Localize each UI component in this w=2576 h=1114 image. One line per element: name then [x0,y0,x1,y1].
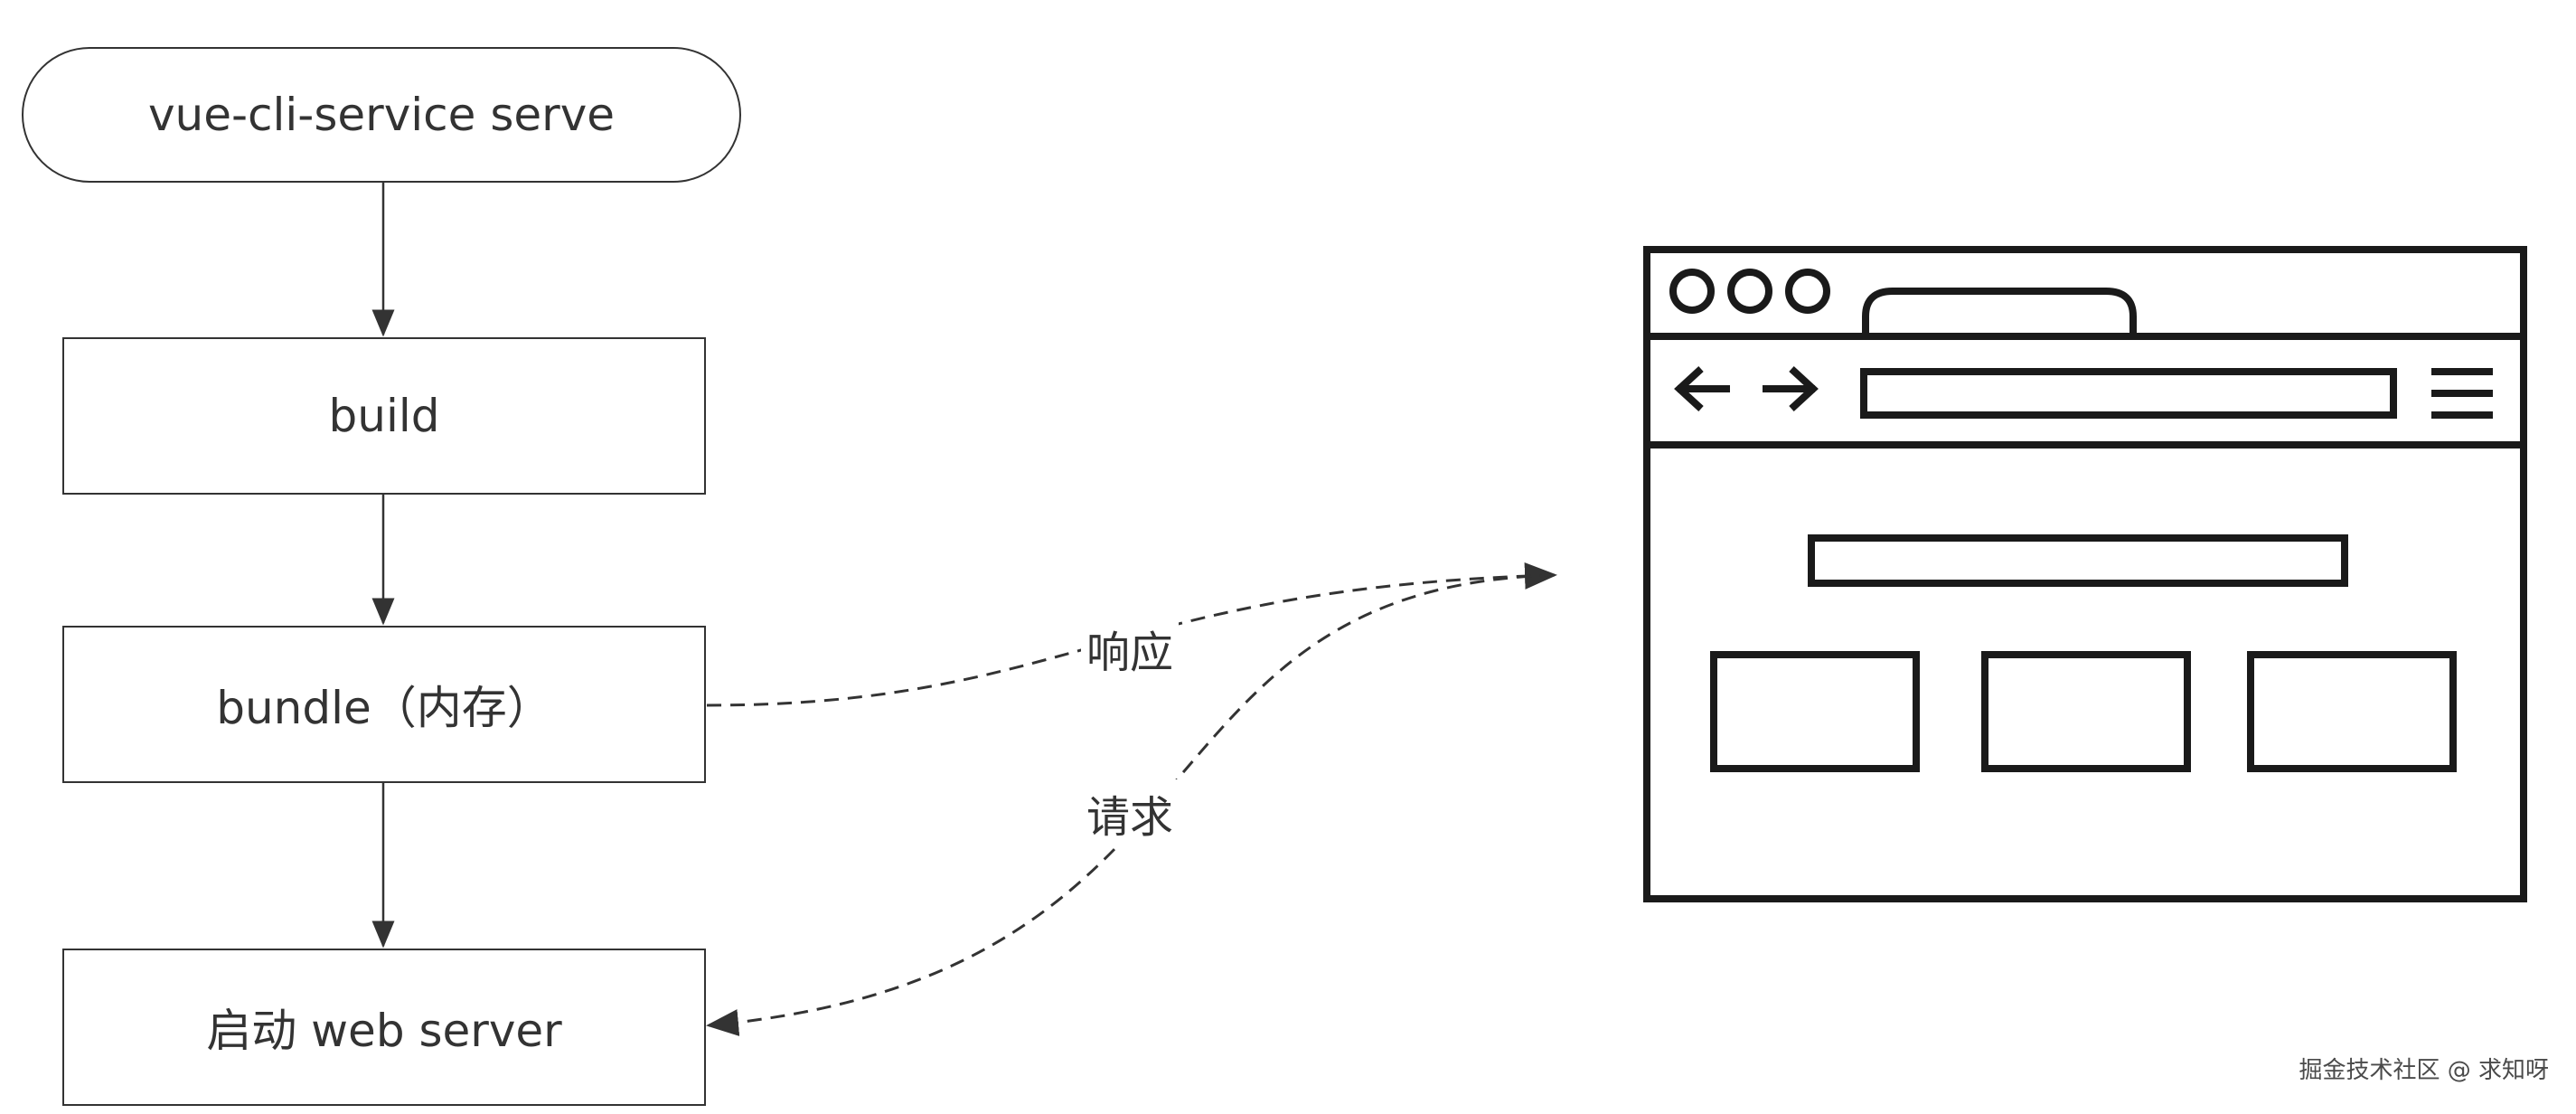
content-card-placeholder-3 [2247,651,2457,772]
build-node-label: build [328,390,440,442]
watermark: 掘金技术社区 @ 求知呀 [2299,1057,2549,1084]
window-control-close-icon [1669,269,1715,314]
web-server-node-label: 启动 web server [206,1005,562,1057]
bundle-node: bundle（内存） [62,626,706,783]
web-server-node: 启动 web server [62,949,706,1106]
browser-frame [1643,246,2527,902]
content-card-placeholder-2 [1981,651,2191,772]
start-node: vue-cli-service serve [22,47,741,183]
browser-tab-icon [1862,288,2137,336]
browser-window-icon [1643,246,2527,902]
forward-arrow-icon [1763,366,1819,411]
build-node: build [62,337,706,495]
hamburger-menu-icon [2431,368,2493,419]
back-arrow-icon [1674,366,1730,411]
start-node-label: vue-cli-service serve [147,89,616,141]
request-edge-label: 请求 [1081,779,1180,846]
response-curve [706,562,1557,707]
bundle-node-label: bundle（内存） [216,682,552,734]
response-edge-label: 响应 [1081,615,1180,682]
content-banner-placeholder [1808,534,2348,587]
window-control-maximize-icon [1785,269,1830,314]
content-card-placeholder-1 [1710,651,1920,772]
address-bar [1860,368,2397,419]
window-control-minimize-icon [1727,269,1772,314]
